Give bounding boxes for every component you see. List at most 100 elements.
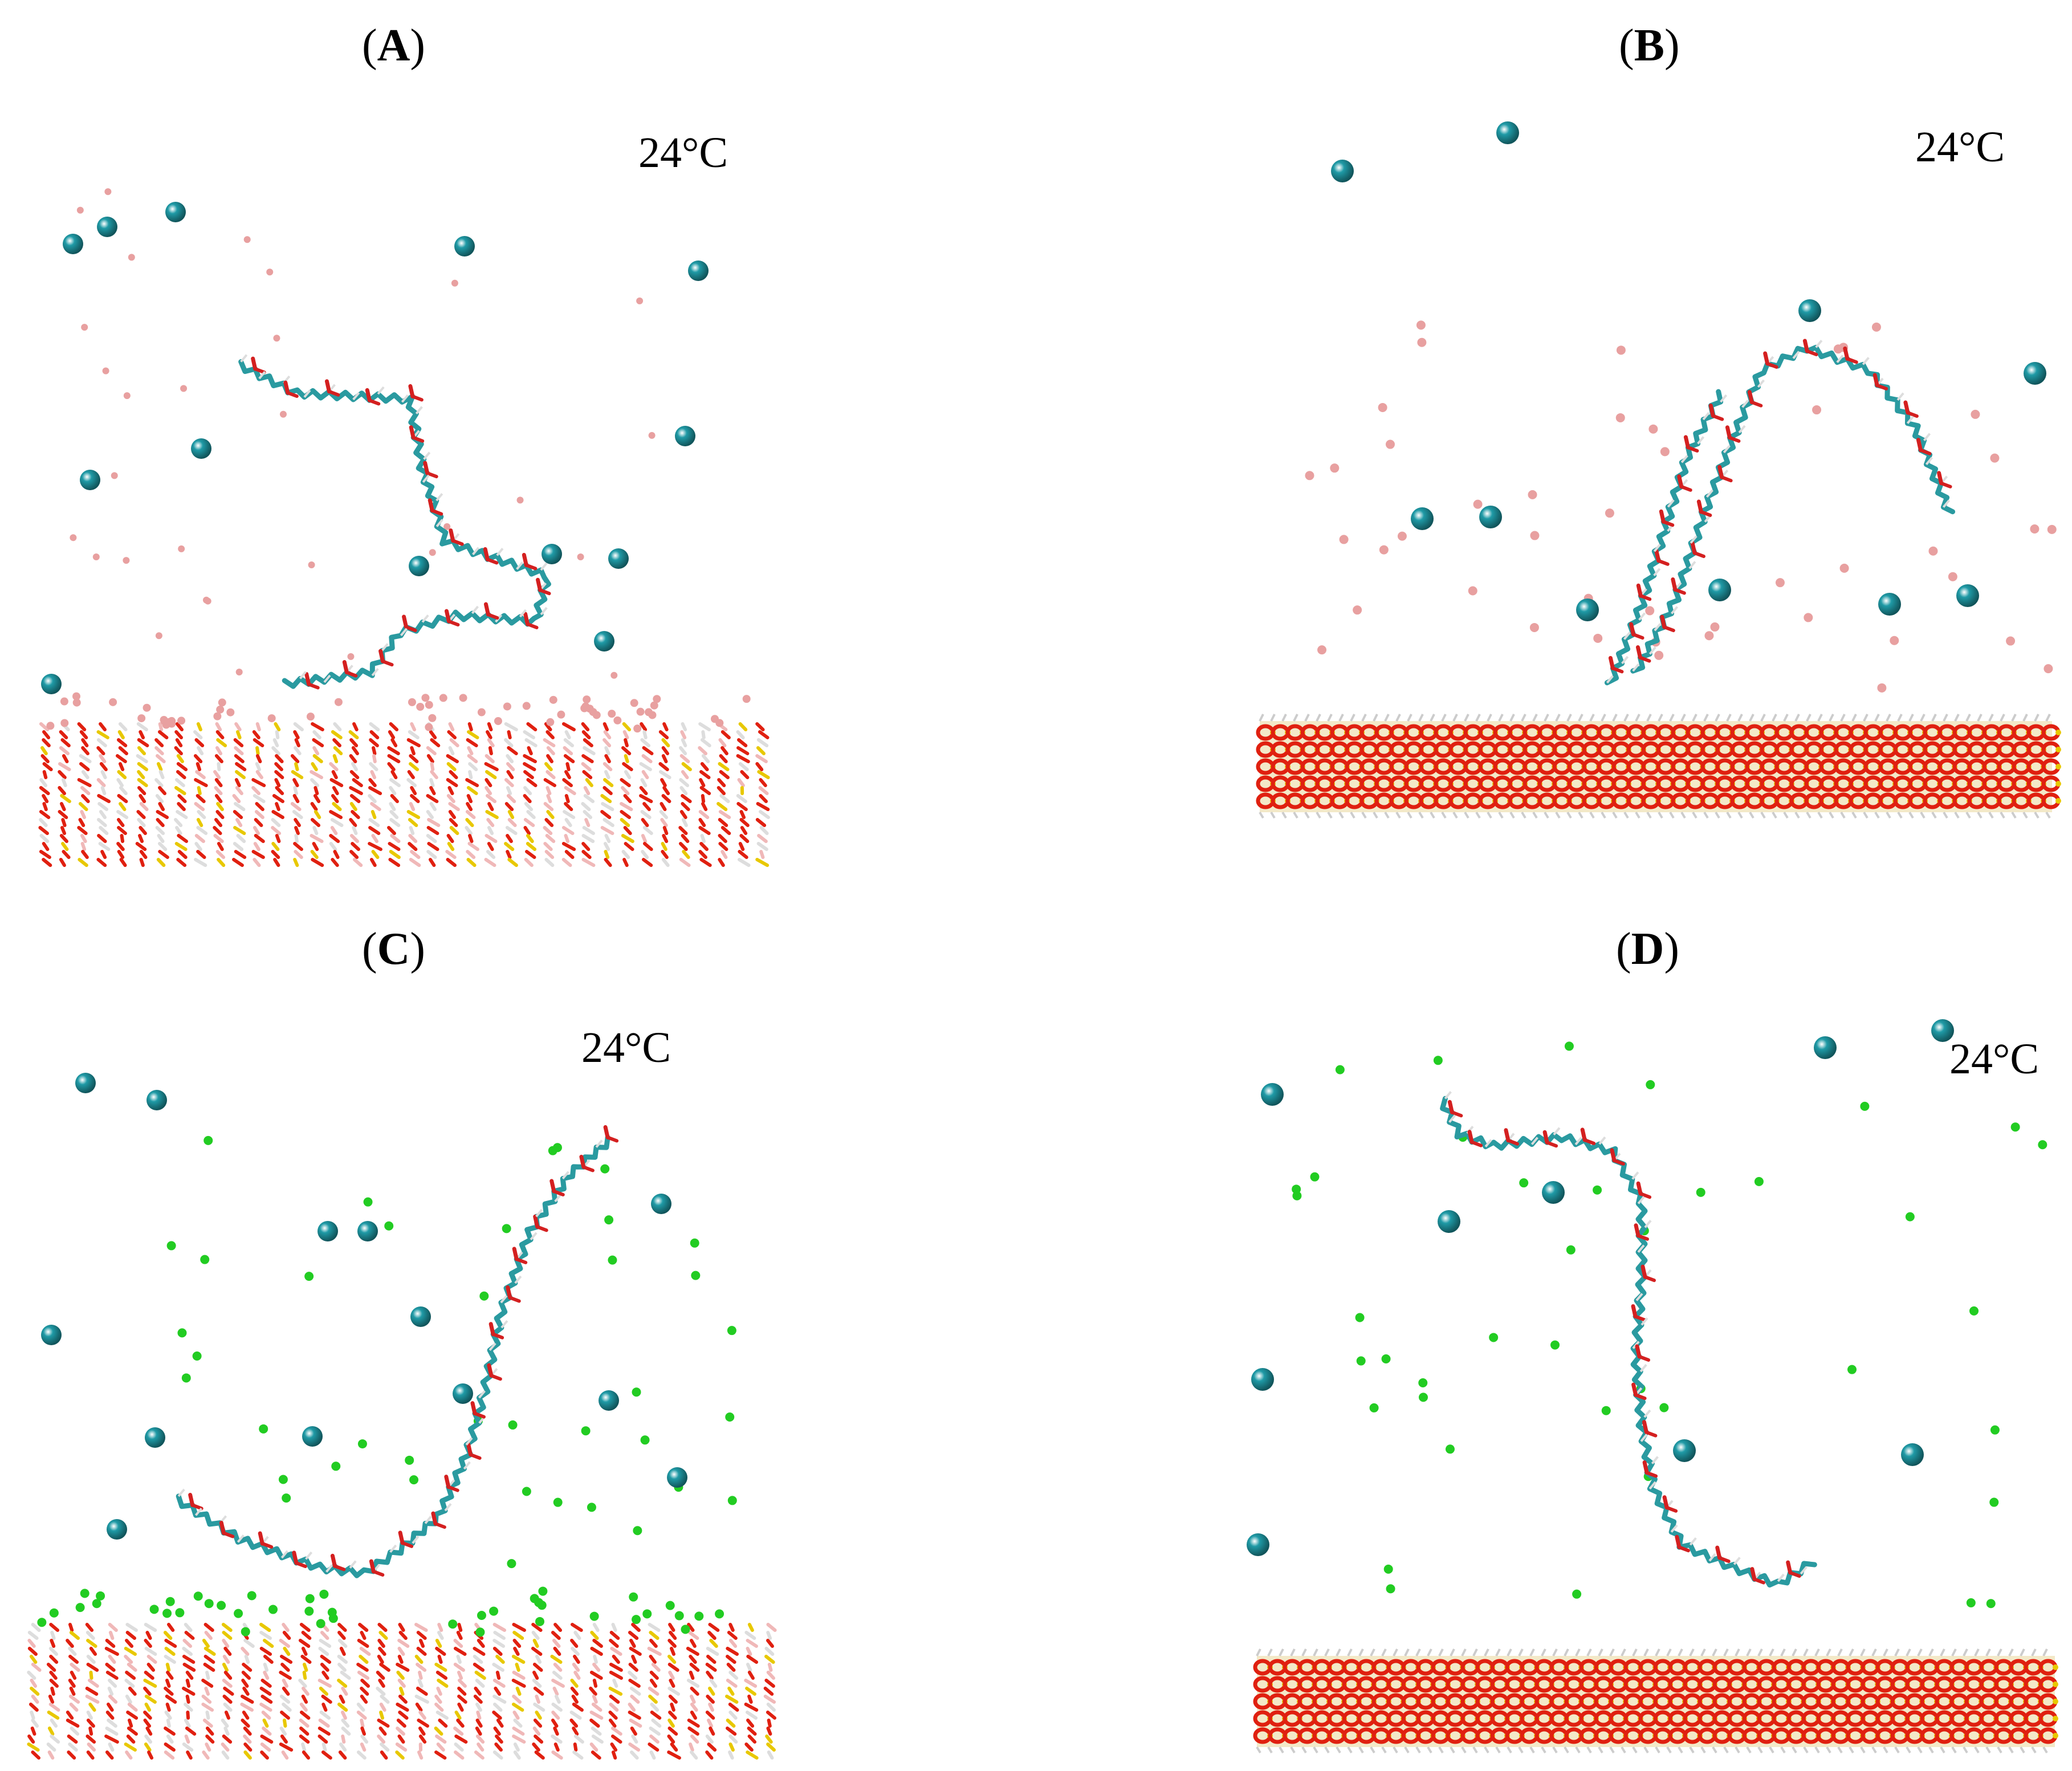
chloride-ion bbox=[1383, 1564, 1393, 1574]
chloride-ion bbox=[727, 1326, 736, 1336]
sodium-ion bbox=[1438, 1210, 1460, 1233]
chloride-ion bbox=[632, 1387, 641, 1397]
water-hydrogen bbox=[636, 707, 645, 716]
chloride-ion bbox=[37, 1618, 47, 1627]
water-hydrogen bbox=[92, 553, 100, 560]
water-hydrogen bbox=[1839, 563, 1849, 573]
sodium-ion bbox=[80, 470, 100, 490]
water-hydrogen bbox=[1593, 633, 1603, 643]
chloride-ion bbox=[305, 1594, 315, 1603]
water-hydrogen bbox=[2043, 664, 2053, 674]
water-hydrogen bbox=[60, 719, 69, 727]
water-hydrogen bbox=[123, 557, 130, 564]
water-hydrogen bbox=[218, 698, 226, 707]
water-hydrogen bbox=[653, 695, 661, 703]
chloride-ion bbox=[535, 1617, 544, 1626]
chloride-ion bbox=[629, 1592, 638, 1602]
polymer-chain bbox=[238, 354, 551, 690]
water-hydrogen bbox=[1804, 613, 1813, 622]
water-hydrogen bbox=[633, 724, 642, 733]
water-hydrogen bbox=[1654, 650, 1664, 660]
sodium-ion bbox=[1496, 121, 1519, 144]
water-hydrogen bbox=[425, 723, 433, 731]
chloride-ion bbox=[507, 1559, 516, 1569]
chloride-ion bbox=[600, 1164, 610, 1174]
water-hydrogen bbox=[1378, 402, 1387, 412]
chloride-ion bbox=[475, 1627, 485, 1637]
chloride-ion bbox=[149, 1605, 159, 1614]
sodium-ion bbox=[651, 1194, 671, 1214]
water-hydrogen bbox=[650, 701, 658, 710]
chloride-ion bbox=[1356, 1356, 1366, 1366]
water-hydrogen bbox=[111, 472, 118, 479]
temperature-label-a: 24°C bbox=[638, 129, 728, 177]
sodium-ion bbox=[41, 1325, 62, 1345]
water-hydrogen bbox=[72, 692, 81, 701]
chloride-ion bbox=[1418, 1378, 1428, 1388]
water-hydrogen bbox=[1530, 531, 1540, 540]
sodium-ion bbox=[357, 1221, 378, 1241]
molecular-scene-a bbox=[38, 188, 770, 867]
chloride-ion bbox=[1369, 1403, 1379, 1412]
chloride-ion bbox=[1847, 1365, 1857, 1374]
water-hydrogen bbox=[70, 534, 77, 542]
chloride-ion bbox=[1489, 1333, 1499, 1342]
chloride-ion bbox=[234, 1609, 243, 1618]
chloride-ion bbox=[1572, 1589, 1582, 1599]
chloride-ion bbox=[2010, 1122, 2020, 1132]
sodium-ion bbox=[1956, 584, 1979, 607]
water-hydrogen bbox=[137, 714, 146, 723]
chloride-ion bbox=[203, 1135, 213, 1145]
panel-label-d: (D) bbox=[1616, 924, 1680, 974]
chloride-ion bbox=[632, 1615, 641, 1625]
water-hydrogen bbox=[608, 710, 616, 718]
chloride-ion bbox=[479, 1291, 489, 1301]
panel-label-b: (B) bbox=[1619, 21, 1680, 71]
water-hydrogen bbox=[477, 708, 486, 716]
sodium-ion bbox=[1251, 1368, 1274, 1391]
chloride-ion bbox=[217, 1601, 226, 1610]
chloride-ion bbox=[328, 1614, 338, 1623]
sodium-ion bbox=[1331, 160, 1354, 182]
water-hydrogen bbox=[1397, 531, 1407, 541]
chloride-ion bbox=[502, 1224, 511, 1233]
chloride-ion bbox=[1696, 1187, 1705, 1197]
water-hydrogen bbox=[60, 697, 68, 706]
water-hydrogen bbox=[408, 698, 416, 706]
chloride-ion bbox=[1564, 1041, 1574, 1051]
sodium-ion bbox=[1798, 299, 1821, 322]
water-hydrogen bbox=[648, 711, 657, 719]
water-hydrogen bbox=[81, 324, 88, 331]
chloride-ion bbox=[727, 1496, 737, 1505]
chloride-ion bbox=[608, 1255, 617, 1265]
chloride-ion bbox=[259, 1424, 268, 1434]
chloride-ion bbox=[522, 1487, 531, 1496]
molecular-scene-b bbox=[1256, 121, 2061, 819]
chloride-ion bbox=[477, 1611, 486, 1621]
chloride-ion bbox=[193, 1591, 203, 1601]
chloride-ion bbox=[681, 1625, 690, 1634]
water-hydrogen bbox=[1775, 578, 1785, 588]
chloride-ion bbox=[80, 1589, 89, 1598]
panel-label-a: (A) bbox=[362, 21, 426, 71]
water-hydrogen bbox=[279, 410, 287, 418]
water-hydrogen bbox=[72, 698, 81, 707]
sodium-ion bbox=[146, 1090, 167, 1110]
water-hydrogen bbox=[123, 392, 131, 400]
chloride-ion bbox=[175, 1608, 185, 1618]
sodium-ion bbox=[41, 674, 62, 694]
water-hydrogen bbox=[1704, 631, 1714, 641]
water-hydrogen bbox=[451, 279, 458, 287]
chloride-ion bbox=[1969, 1306, 1979, 1316]
water-hydrogen bbox=[429, 549, 436, 556]
sodium-ion bbox=[454, 236, 475, 257]
sodium-ion bbox=[2024, 362, 2046, 385]
temperature-label-d: 24°C bbox=[1949, 1035, 2040, 1083]
chloride-ion bbox=[319, 1589, 329, 1599]
chloride-ion bbox=[690, 1238, 699, 1248]
water-hydrogen bbox=[1528, 490, 1537, 499]
water-hydrogen bbox=[178, 545, 185, 552]
water-hydrogen bbox=[1890, 636, 1899, 645]
chloride-ion bbox=[177, 1328, 187, 1338]
water-hydrogen bbox=[2047, 524, 2057, 534]
